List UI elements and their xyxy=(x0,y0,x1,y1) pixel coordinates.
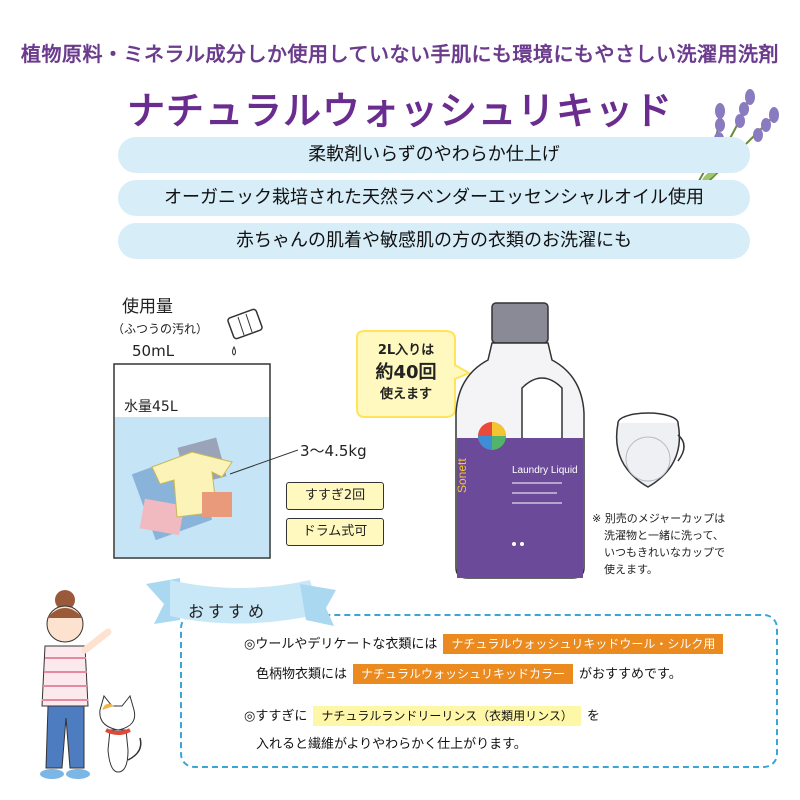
feature-pill-1: 柔軟剤いらずのやわらか仕上げ xyxy=(118,137,750,173)
recommend-row-1-text: ◎ウールやデリケートな衣類には xyxy=(244,637,438,652)
speech-bubble xyxy=(356,330,472,418)
note-line-2: 洗濯物と一緒に洗って、 xyxy=(604,529,724,542)
usage-amount: 50mL xyxy=(132,342,175,360)
recommend-row-2-text: 色柄物衣類には xyxy=(256,667,348,682)
cat-illustration xyxy=(99,694,142,773)
bottle-brand: Sonett xyxy=(455,458,469,493)
bottle-label: Laundry Liquid xyxy=(512,465,578,476)
recommend-row-3-suffix: を xyxy=(586,709,600,724)
recommend-banner-text: おすすめ xyxy=(188,602,269,621)
recommend-row-2-suffix: がおすすめです。 xyxy=(579,667,682,682)
recommend-row-1: ◎ウールやデリケートな衣類にはナチュラルウォッシュリキッドウール・シルク用 xyxy=(244,634,729,656)
color-product-tag: ナチュラルウォッシュリキッドカラー xyxy=(353,664,574,684)
recommend-row-4: 入れると繊維がよりやわらかく仕上がります。 xyxy=(256,737,527,752)
note-line-3: いつもきれいなカップで xyxy=(604,546,725,559)
usage-condition: （ふつうの汚れ） xyxy=(112,322,209,336)
laundry-weight-label: 3～4.5kg xyxy=(300,442,367,460)
note-line-1: ※ 別売のメジャーカップは xyxy=(592,512,726,525)
detergent-bottle-illustration: Sonett Laundry Liquid xyxy=(455,302,585,579)
bubble-line-1: 2L入りは xyxy=(377,343,435,358)
badge-drum: ドラム式可 xyxy=(286,518,384,546)
washing-tub-illustration xyxy=(113,363,271,559)
woman-illustration xyxy=(40,590,112,779)
recommend-row-3-text: ◎すすぎに xyxy=(244,709,308,724)
water-volume-label: 水量45L xyxy=(124,399,178,415)
measuring-cup-illustration xyxy=(615,412,685,488)
feature-pill-2: オーガニック栽培された天然ラベンダーエッセンシャルオイル使用 xyxy=(118,180,750,216)
recommend-box xyxy=(180,614,778,768)
bubble-line-2: 約40回 xyxy=(375,362,437,383)
rinse-product-tag: ナチュラルランドリーリンス（衣類用リンス） xyxy=(313,706,581,726)
tagline: 植物原料・ミネラル成分しか使用していない手肌にも環境にもやさしい洗濯用洗剤 xyxy=(21,42,779,66)
note-text: ※ 別売のメジャーカップは 洗濯物と一緒に洗って、 いつもきれいなカップで 使え… xyxy=(592,510,725,578)
recommend-row-2: 色柄物衣類にはナチュラルウォッシュリキッドカラーがおすすめです。 xyxy=(256,664,682,686)
wool-silk-product-tag: ナチュラルウォッシュリキッドウール・シルク用 xyxy=(443,634,724,654)
bubble-text: 2L入りは 約40回 使えます xyxy=(358,340,454,406)
page-title: ナチュラルウォッシュリキッド xyxy=(126,89,673,133)
recommend-ribbon xyxy=(146,578,336,626)
usage-label: 使用量 （ふつうの汚れ） 50mL xyxy=(112,296,208,362)
usage-title: 使用量 xyxy=(122,297,173,317)
note-line-4: 使えます。 xyxy=(604,563,658,576)
badge-rinse: すすぎ2回 xyxy=(286,482,384,510)
measuring-cap-icon xyxy=(227,308,263,378)
recommend-row-3: ◎すすぎにナチュラルランドリーリンス（衣類用リンス） を xyxy=(244,706,600,728)
pointer-line xyxy=(229,449,298,475)
bubble-line-3: 使えます xyxy=(379,387,432,402)
feature-pill-3: 赤ちゃんの肌着や敏感肌の方の衣類のお洗濯にも xyxy=(118,223,750,259)
